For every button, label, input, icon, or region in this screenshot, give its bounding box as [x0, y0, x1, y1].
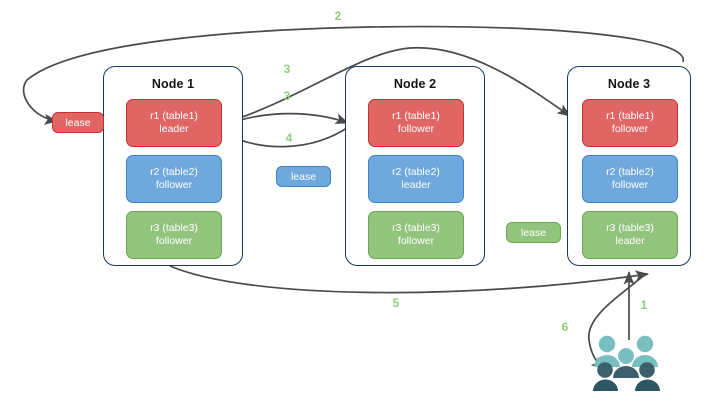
range-node1-r1[interactable]: r1 (table1) leader: [126, 99, 222, 147]
node-container-node1[interactable]: Node 1 r1 (table1) leader r2 (table2) fo…: [103, 66, 243, 266]
range-role: leader: [159, 123, 189, 135]
edge-3-long-path: [221, 47, 571, 125]
range-node2-r2[interactable]: r2 (table2) leader: [368, 155, 464, 203]
range-name: r1 (table1): [392, 110, 440, 122]
range-name: r2 (table2): [150, 166, 198, 178]
range-role: follower: [611, 123, 649, 135]
edge-label-6: 6: [561, 320, 569, 334]
range-role: follower: [397, 235, 435, 247]
node-title-node1: Node 1: [151, 77, 195, 91]
range-name: r1 (table1): [606, 110, 654, 122]
range-node2-r1[interactable]: r1 (table1) follower: [368, 99, 464, 147]
lease-chip-r3[interactable]: lease: [506, 222, 561, 243]
edge-2-path: [22, 25, 684, 125]
range-name: r2 (table2): [392, 166, 440, 178]
range-node1-r2[interactable]: r2 (table2) follower: [126, 155, 222, 203]
node-title-node3: Node 3: [607, 77, 651, 91]
lease-chip-r2[interactable]: lease: [276, 166, 331, 187]
edge-label-4: 4: [285, 131, 293, 145]
node-container-node2[interactable]: Node 2 r1 (table1) follower r2 (table2) …: [345, 66, 485, 266]
edge-label-2: 2: [334, 9, 342, 23]
node-title-node2: Node 2: [393, 77, 437, 91]
range-role: follower: [611, 179, 649, 191]
range-node3-r2[interactable]: r2 (table2) follower: [582, 155, 678, 203]
edge-label-3a: 3: [283, 62, 291, 76]
node-container-node3[interactable]: Node 3 r1 (table1) follower r2 (table2) …: [567, 66, 691, 266]
range-node3-r3[interactable]: r3 (table3) leader: [582, 211, 678, 259]
range-name: r3 (table3): [606, 222, 654, 234]
range-name: r1 (table1): [150, 110, 198, 122]
range-role: leader: [401, 179, 431, 191]
range-name: r2 (table2): [606, 166, 654, 178]
range-role: follower: [155, 235, 193, 247]
lease-chip-r1[interactable]: lease: [52, 112, 104, 133]
users-group-icon: [593, 335, 660, 391]
edge-label-5: 5: [392, 296, 400, 310]
edge-5-path: [169, 265, 650, 294]
range-node3-r1[interactable]: r1 (table1) follower: [582, 99, 678, 147]
range-node2-r3[interactable]: r3 (table3) follower: [368, 211, 464, 259]
edge-label-3b: 3: [283, 89, 291, 103]
range-role: follower: [155, 179, 193, 191]
range-name: r3 (table3): [392, 222, 440, 234]
range-role: follower: [397, 123, 435, 135]
edge-label-1: 1: [640, 298, 648, 312]
range-name: r3 (table3): [150, 222, 198, 234]
range-role: leader: [615, 235, 645, 247]
range-node1-r3[interactable]: r3 (table3) follower: [126, 211, 222, 259]
